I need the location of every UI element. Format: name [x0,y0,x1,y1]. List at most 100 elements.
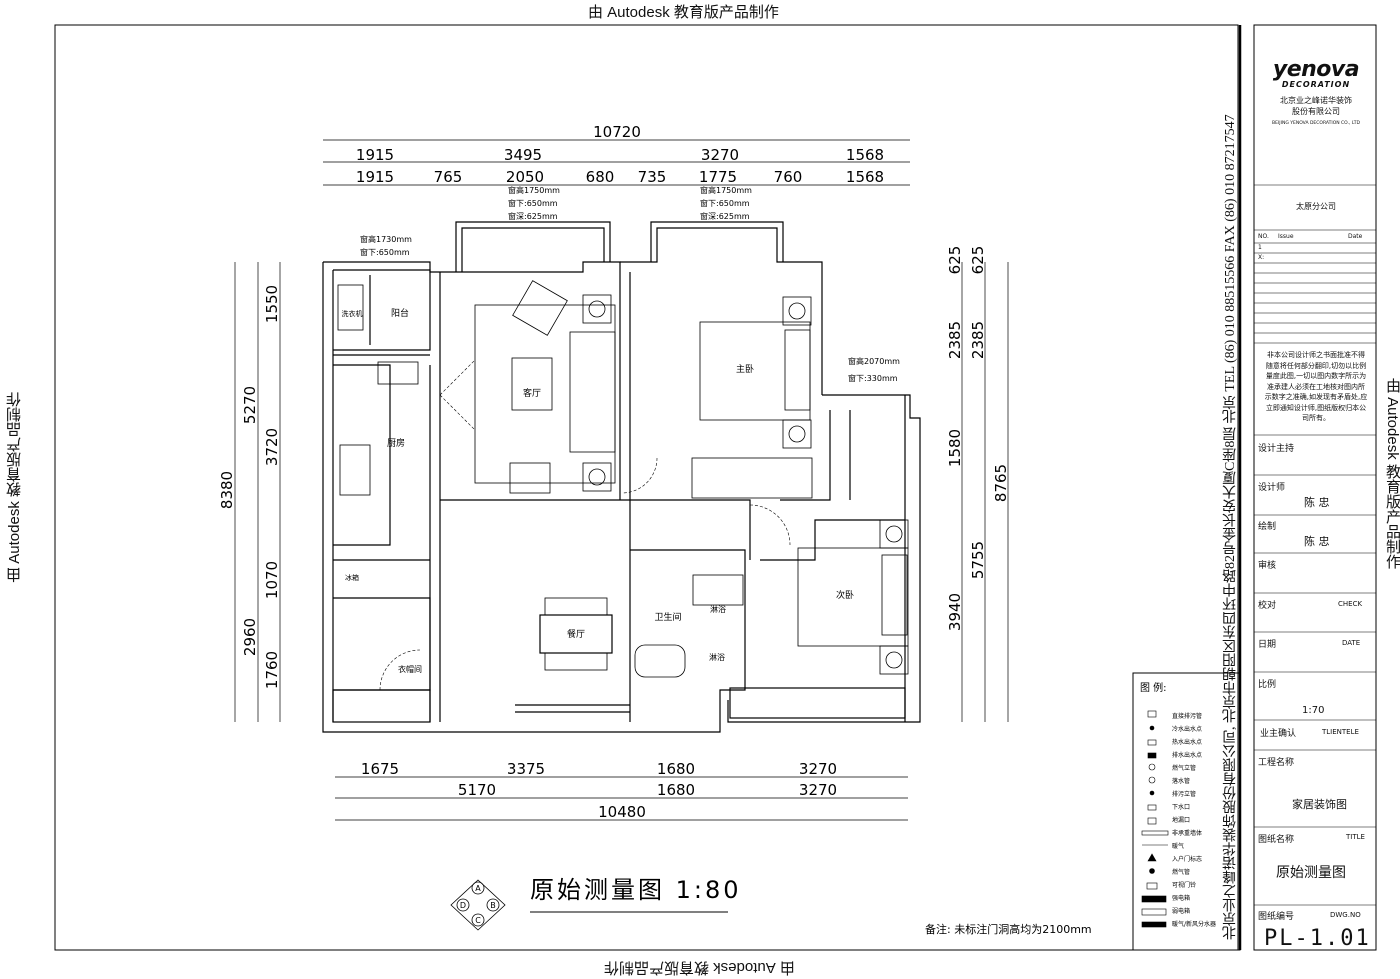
titleblock-lines [1254,184,1376,906]
dimension-texts: 10720 1915 3495 3270 1568 1915 765 2050 … [356,123,884,821]
dim-right-c1-1: 625 [946,246,964,275]
svg-text:可视门铃: 可视门铃 [1172,881,1196,889]
legend-symbols [1141,710,1169,928]
designer-label: 设计师 [1258,483,1286,493]
dim-top-total: 10720 [593,123,641,141]
svg-text:窗深:625mm: 窗深:625mm [700,211,750,221]
door-swings [379,359,791,691]
dwg-label: 图纸编号 [1258,912,1295,922]
company-address-vertical: 北京业之峰诺华装饰股份有限公司, 北京市朝阳区东四环中路82号金长安大厦C座8层… [1223,114,1238,940]
svg-text:C: C [475,916,481,925]
brand-name: yenova [1272,57,1360,82]
col-no: NO. [1258,233,1269,240]
review-label: 审核 [1258,561,1277,571]
plan-title: 原始测量图 1:80 [530,876,742,904]
dim-top-r2-3: 2050 [506,168,544,186]
svg-text:窗高1730mm: 窗高1730mm [360,234,412,244]
svg-text:窗下:650mm: 窗下:650mm [360,247,410,257]
svg-text:窗高1750mm: 窗高1750mm [700,185,752,195]
dim-top-r1-2: 3495 [504,146,542,164]
drawing-en: TITLE [1346,833,1365,841]
dim-bot-r1-2: 3375 [507,760,545,778]
drawer-label: 绘制 [1258,522,1277,532]
dim-top-r2-6: 1775 [699,168,737,186]
svg-text:燃气立管: 燃气立管 [1172,764,1196,772]
room-fridge: 冰箱 [345,573,359,582]
col-date: Date [1348,233,1363,240]
check-label: 校对 [1258,601,1277,611]
dim-right-c2-3: 5755 [969,541,987,579]
svg-text:热水出水点: 热水出水点 [1172,738,1202,746]
branch-name: 太原分公司 [1296,202,1336,211]
svg-text:窗深:625mm: 窗深:625mm [508,211,558,221]
client-en: TLIENTELE [1322,728,1359,736]
date-en: DATE [1342,639,1361,647]
client-label: 业主确认 [1260,729,1297,739]
dim-right-c1-2: 2385 [946,321,964,359]
svg-text:燃气管: 燃气管 [1172,868,1190,876]
svg-text:排污立管: 排污立管 [1172,790,1196,798]
dim-right-c1-4: 3940 [946,593,964,631]
dim-top-r2-5: 735 [638,168,667,186]
furniture [337,280,909,678]
room-kitchen: 厨房 [387,437,405,449]
svg-text:地漏口: 地漏口 [1172,816,1190,824]
room-second: 次卧 [836,589,854,601]
svg-text:B: B [490,901,496,910]
svg-text:冷水出水点: 冷水出水点 [1172,725,1202,733]
svg-text:下水口: 下水口 [1172,803,1190,811]
dim-top-r1-1: 1915 [356,146,394,164]
watermark-right: 由 Autodesk 教育版产品制作 [1384,378,1400,569]
brand-logo: yenova DECORATION 北京业之峰诺华装饰 股份有限公司 BEIJI… [1262,57,1370,127]
dim-left-o1: 5270 [241,386,259,424]
dim-top-r2-7: 760 [774,168,803,186]
row-mark-1: 1 [1258,244,1262,251]
north-marker [450,879,506,931]
svg-text:窗下:650mm: 窗下:650mm [700,198,750,208]
dim-left-i1: 1550 [263,285,281,323]
room-shower: 淋浴 [709,652,725,662]
scale-label: 比例 [1258,680,1277,690]
dim-top-r2-8: 1568 [846,168,884,186]
room-labels: 客厅 主卧 次卧 厨房 阳台 洗衣机 冰箱 餐厅 衣帽间 卫生间 淋浴 淋浴 [342,307,855,674]
dim-bot-r1-3: 1680 [657,760,695,778]
dim-bot-r1-4: 3270 [799,760,837,778]
dimension-lines [234,139,1009,821]
check-en: CHECK [1338,600,1363,608]
room-living: 客厅 [523,387,541,399]
dim-top-r2-1: 1915 [356,168,394,186]
dim-left-i2: 3720 [263,428,281,466]
project-label: 工程名称 [1258,758,1295,768]
svg-text:直接排污管: 直接排污管 [1172,712,1202,720]
dim-left-total: 8380 [218,471,236,509]
legend-items: 直接排污管 冷水出水点 热水出水点 排水出水点 燃气立管 落水管 排污立管 下水… [1172,712,1216,928]
svg-text:弱电箱: 弱电箱 [1172,907,1190,915]
plan-note: 备注: 未标注门洞高均为2100mm [925,922,1092,936]
svg-text:窗高2070mm: 窗高2070mm [848,356,900,366]
company-name-2: 股份有限公司 [1292,107,1340,116]
room-master: 主卧 [736,363,754,375]
svg-text:暖气/新风分水器: 暖气/新风分水器 [1172,920,1216,928]
svg-text:窗下:650mm: 窗下:650mm [508,198,558,208]
room-dining: 餐厅 [567,628,585,640]
row-mark-2: X: [1258,254,1265,261]
brand-sub: DECORATION [1281,80,1351,89]
dim-right-c2-2: 2385 [969,321,987,359]
disclaimer: 非本公司设计师之书面批准不得随意将任何部分翻印,切勿以比例量度此图,一切以图内数… [1264,351,1368,422]
dim-right-c1-3: 1580 [946,429,964,467]
dim-right-c2-1: 625 [969,246,987,275]
dim-bot-r1-1: 1675 [361,760,399,778]
svg-text:非承重墙体: 非承重墙体 [1172,829,1202,837]
watermark-top: 由 Autodesk 教育版产品制作 [588,4,779,21]
drawer-value: 陈 忠 [1304,535,1330,548]
dim-top-r1-3: 3270 [701,146,739,164]
dwg-value: PL-1.01 [1264,926,1371,951]
room-tub: 淋浴 [710,604,726,614]
dim-left-i3: 1070 [263,561,281,599]
dim-bot-r2-1: 5170 [458,781,496,799]
dim-bot-r2-2: 1680 [657,781,695,799]
designer-value: 陈 忠 [1304,496,1330,509]
room-balcony: 阳台 [391,307,409,319]
dim-bot-r2-3: 3270 [799,781,837,799]
